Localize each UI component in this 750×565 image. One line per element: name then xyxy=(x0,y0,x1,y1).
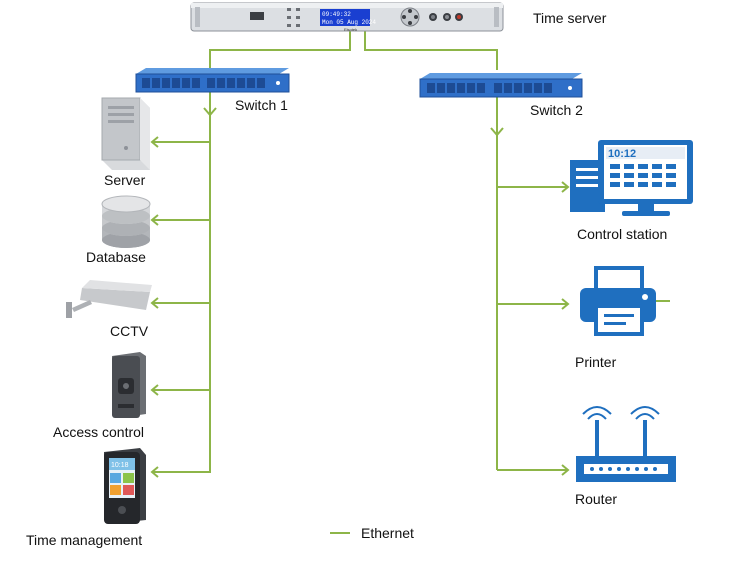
cctv-icon xyxy=(66,280,152,318)
lcd-line-2: Mon 05 Aug 2024 xyxy=(322,19,376,26)
control-station-label: Control station xyxy=(577,226,668,242)
link-timeserver-switch1 xyxy=(209,30,351,68)
switch-1-label: Switch 1 xyxy=(235,97,288,113)
router-label: Router xyxy=(575,491,618,507)
printer-icon xyxy=(580,266,656,336)
database-label: Database xyxy=(86,249,146,265)
switch-2-label: Switch 2 xyxy=(530,102,583,118)
monitor-time: 10:12 xyxy=(608,148,636,160)
link-time-management xyxy=(152,470,211,473)
ethernet-lines xyxy=(150,30,670,478)
lcd-display xyxy=(320,9,370,26)
access-control-label: Access control xyxy=(53,424,145,440)
lcd-line-1: 09:49:32 xyxy=(322,11,351,18)
server-label: Server xyxy=(104,172,146,188)
time-management-icon: 10:18 xyxy=(104,448,146,524)
legend-ethernet-label: Ethernet xyxy=(361,525,414,541)
time-management-label: Time management xyxy=(26,532,143,548)
cctv-label: CCTV xyxy=(110,323,149,339)
arrow-switch1 xyxy=(203,107,217,117)
arrow-switch2 xyxy=(490,127,504,137)
server-icon xyxy=(101,97,150,170)
control-station-icon: 10:12 xyxy=(570,140,693,216)
brand-label: Elsotek xyxy=(344,27,357,32)
time-server-device: 09:49:32 Mon 05 Aug 2024 Elsotek xyxy=(190,2,504,32)
router-icon xyxy=(576,406,676,482)
access-control-icon xyxy=(112,352,146,418)
time-server-label: Time server xyxy=(533,10,607,26)
tm-screen-time: 10:18 xyxy=(111,462,129,469)
switch-1-device xyxy=(135,68,290,93)
database-icon xyxy=(101,195,151,248)
printer-label: Printer xyxy=(575,354,617,370)
switch-2-device xyxy=(419,73,583,98)
link-timeserver-switch2 xyxy=(364,30,498,70)
